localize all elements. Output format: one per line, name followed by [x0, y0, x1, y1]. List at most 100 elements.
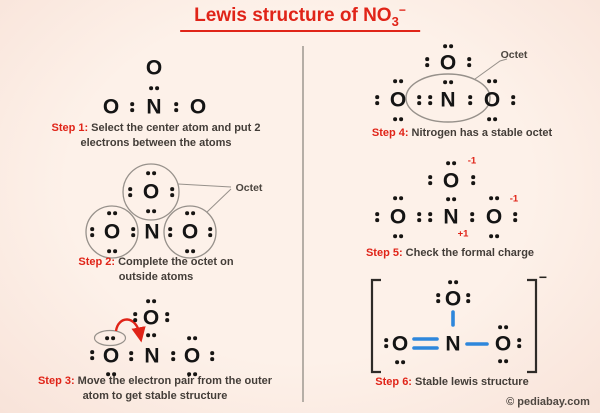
electron-pair — [149, 86, 159, 90]
electron-pair — [425, 57, 429, 67]
oxygen-atom: O — [439, 51, 457, 75]
copyright: © pediabay.com — [506, 396, 590, 408]
electron-pair — [375, 95, 379, 105]
formal-charge-badge: -1 — [467, 155, 477, 167]
electron-pair — [375, 212, 379, 222]
oxygen-atom: O — [102, 95, 120, 119]
oxygen-atom: O — [189, 95, 207, 119]
electron-pair — [511, 95, 515, 105]
oxygen-atom: O — [103, 220, 121, 244]
electron-pair — [165, 312, 169, 322]
step6-caption: Step 6:Stable lewis structure — [375, 375, 528, 390]
step3-caption: Step 3:Move the electron pair from the o… — [25, 374, 285, 404]
electron-pair — [106, 372, 116, 376]
bond-electron-pair — [428, 95, 432, 105]
oxygen-atom: O — [391, 332, 409, 356]
oxygen-atom: O — [494, 332, 512, 356]
electron-pair — [395, 360, 405, 364]
step6-label: Step 6: — [375, 376, 412, 388]
page-title: Lewis structure of NO3− — [180, 3, 420, 32]
electron-pair — [130, 102, 134, 112]
formal-charge-badge: +1 — [457, 228, 469, 240]
bond-electron-pair — [417, 212, 421, 222]
electron-pair — [129, 351, 133, 361]
electron-pair — [470, 212, 474, 222]
octet-annotation: Octet — [235, 182, 263, 194]
electron-pair — [107, 249, 117, 253]
electron-pair — [131, 227, 135, 237]
electron-pair — [174, 102, 178, 112]
electron-pair — [90, 227, 94, 237]
oxygen-atom: O — [483, 88, 501, 112]
electron-pair — [185, 211, 195, 215]
oxygen-atom: O — [485, 205, 503, 229]
step3-text: Move the electron pair from the outer at… — [77, 375, 273, 402]
nitrogen-atom: N — [144, 344, 160, 368]
step5-caption: Step 5:Check the formal charge — [366, 246, 534, 261]
oxygen-atom: O — [442, 169, 460, 193]
electron-pair — [168, 227, 172, 237]
electron-pair — [171, 351, 175, 361]
electron-pair — [128, 187, 132, 197]
electron-pair — [146, 333, 156, 337]
step5-text: Check the formal charge — [405, 247, 535, 259]
oxygen-atom: O — [145, 56, 163, 80]
oxygen-atom: O — [183, 344, 201, 368]
electron-pair — [393, 117, 403, 121]
electron-pair — [513, 212, 517, 222]
octet-pointer-line — [474, 58, 508, 80]
electron-pair — [146, 299, 156, 303]
bond-electron-pair — [417, 95, 421, 105]
step4-caption: Step 4:Nitrogen has a stable octet — [372, 126, 552, 141]
oxygen-atom: O — [102, 344, 120, 368]
electron-pair — [498, 325, 508, 329]
oxygen-atom: O — [142, 306, 160, 330]
electron-pair — [489, 234, 499, 238]
moving-electron-pair — [105, 336, 115, 340]
electron-pair — [170, 187, 174, 197]
electron-pair — [428, 175, 432, 185]
electron-pair — [443, 44, 453, 48]
step1-label: Step 1: — [51, 122, 89, 134]
electron-pair — [443, 80, 453, 84]
electron-pair — [393, 234, 403, 238]
nitrogen-atom: N — [440, 88, 456, 112]
electron-pair — [446, 197, 456, 201]
electron-pair — [393, 196, 403, 200]
title-superscript: − — [398, 3, 406, 17]
column-divider — [302, 46, 304, 402]
oxygen-atom: O — [444, 287, 462, 311]
electron-pair — [107, 211, 117, 215]
electron-pair — [146, 209, 156, 213]
nitrogen-atom: N — [146, 95, 162, 119]
title-main: Lewis structure of NO — [194, 5, 392, 26]
nitrogen-atom: N — [443, 205, 459, 229]
electron-pair — [187, 372, 197, 376]
step6-text: Stable lewis structure — [414, 376, 529, 388]
electron-pair — [185, 249, 195, 253]
step2-text: Complete the octet on outside atoms — [118, 256, 234, 283]
electron-pair — [498, 359, 508, 363]
electron-pair — [471, 175, 475, 185]
electron-pair — [517, 338, 521, 348]
oxygen-atom: O — [142, 180, 160, 204]
step5-label: Step 5: — [365, 247, 403, 259]
electron-pair — [487, 117, 497, 121]
electron-pair — [446, 161, 456, 165]
title-subscript: 3 — [391, 13, 399, 29]
electron-pair — [468, 95, 472, 105]
electron-pair — [210, 351, 214, 361]
step1-text: Select the center atom and put 2 electro… — [80, 122, 261, 149]
step3-label: Step 3: — [37, 375, 75, 387]
electron-pair — [208, 227, 212, 237]
octet-annotation: Octet — [500, 49, 528, 61]
ion-charge: − — [538, 269, 548, 285]
oxygen-atom: O — [389, 205, 407, 229]
step2-caption: Step 2:Complete the octet on outside ato… — [76, 255, 236, 285]
electron-pair — [90, 350, 94, 360]
electron-pair — [384, 338, 388, 348]
oxygen-atom: O — [389, 88, 407, 112]
electron-pair — [487, 79, 497, 83]
bond-electron-pair — [428, 212, 432, 222]
electron-pair — [187, 336, 197, 340]
